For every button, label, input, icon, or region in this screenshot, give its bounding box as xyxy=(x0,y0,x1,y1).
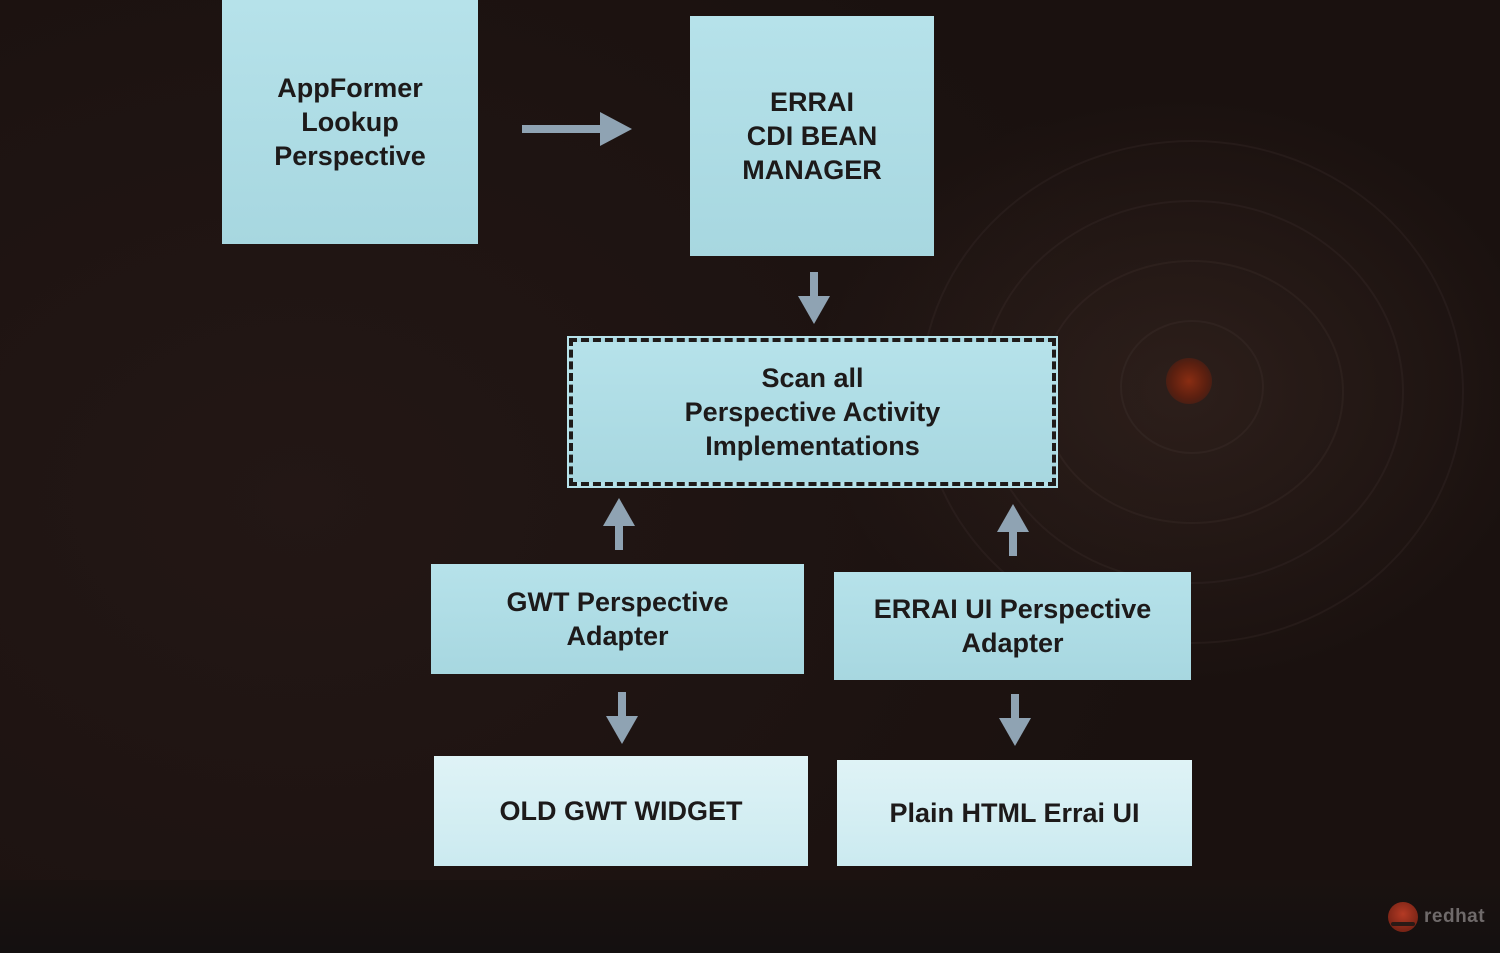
redhat-hat-icon xyxy=(1388,902,1418,932)
node-label: OLD GWT WIDGET xyxy=(499,796,743,826)
arrow-appformer-to-errai-cdi xyxy=(522,112,632,146)
node-label: ERRAI CDI BEAN MANAGER xyxy=(742,87,882,185)
node-gwt-perspective-adapter: GWT Perspective Adapter xyxy=(431,564,804,674)
arrow-gwt-adapter-to-old-widget xyxy=(606,692,638,744)
background-glow-dot xyxy=(1166,358,1212,404)
node-errai-cdi-bean-manager: ERRAI CDI BEAN MANAGER xyxy=(690,16,934,256)
node-plain-html-errai-ui: Plain HTML Errai UI xyxy=(837,760,1192,866)
node-label: ERRAI UI Perspective Adapter xyxy=(873,594,1152,658)
node-appformer-lookup-perspective: AppFormer Lookup Perspective xyxy=(222,0,478,244)
node-scan-perspective-activity: Scan all Perspective Activity Implementa… xyxy=(567,336,1058,488)
arrow-errai-cdi-to-scan xyxy=(798,272,830,324)
redhat-logo: redhat xyxy=(1388,902,1485,932)
node-label: AppFormer Lookup Perspective xyxy=(274,73,426,171)
node-label: Scan all Perspective Activity Implementa… xyxy=(684,363,941,461)
node-old-gwt-widget: OLD GWT WIDGET xyxy=(434,756,808,866)
arrow-errai-ui-adapter-to-plain-html xyxy=(999,694,1031,746)
arrow-errai-ui-adapter-to-scan xyxy=(997,504,1029,556)
footer-bar xyxy=(0,880,1500,953)
node-errai-ui-perspective-adapter: ERRAI UI Perspective Adapter xyxy=(834,572,1191,680)
logo-text: redhat xyxy=(1424,906,1486,927)
node-label: Plain HTML Errai UI xyxy=(889,798,1140,828)
arrow-gwt-adapter-to-scan xyxy=(603,498,635,550)
node-label: GWT Perspective Adapter xyxy=(506,587,729,651)
